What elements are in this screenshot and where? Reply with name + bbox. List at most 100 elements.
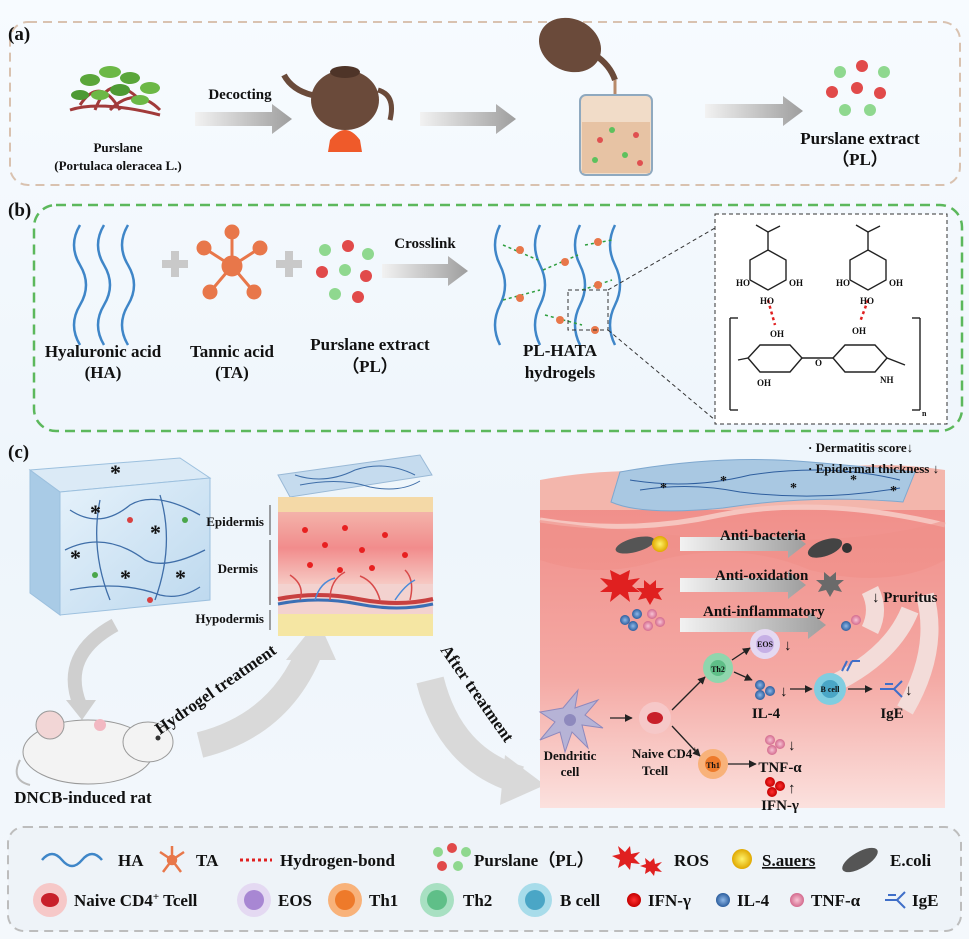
panel-b-border bbox=[32, 203, 964, 433]
ta-abbr: (TA) bbox=[215, 363, 249, 382]
ha-abbr: (HA) bbox=[85, 363, 122, 382]
anti-bacteria-label: Anti-bacteria bbox=[720, 528, 806, 544]
panel-a-border bbox=[9, 21, 961, 186]
chem-nh: NH bbox=[880, 375, 894, 385]
dendritic-cell-icon bbox=[538, 688, 604, 754]
ifn-cluster-icon bbox=[765, 777, 785, 797]
purslane-plant-icon bbox=[69, 66, 162, 117]
skin-block bbox=[277, 454, 434, 636]
legend-ros: ROS bbox=[674, 851, 709, 870]
plant-name: Purslane bbox=[93, 140, 142, 155]
th2-cell-label: Th2 bbox=[711, 665, 725, 674]
legend-eos-icon bbox=[237, 883, 271, 917]
naive-cd4-cell-icon bbox=[639, 702, 671, 734]
dermatitis-score: · Dermatitis score↓ bbox=[808, 440, 913, 455]
anti-bacteria-row bbox=[615, 530, 852, 558]
legend-ifn-icon bbox=[627, 893, 641, 907]
chem-n: n bbox=[922, 409, 927, 418]
tnf-down-arrow: ↓ bbox=[788, 738, 796, 754]
legend-hbond: Hydrogen-bond bbox=[280, 851, 395, 870]
chem-oh-2: OH bbox=[789, 278, 803, 288]
ige-label: IgE bbox=[880, 706, 903, 722]
ifn-up-arrow: ↑ bbox=[788, 781, 796, 797]
th2-to-il4-arrow bbox=[733, 671, 753, 681]
legend-tnf-icon bbox=[790, 893, 804, 907]
legend-pl-icon bbox=[433, 843, 471, 871]
legend-th2: Th2 bbox=[463, 891, 492, 910]
after-treatment-arrowhead bbox=[500, 755, 545, 805]
legend-eos: EOS bbox=[278, 891, 312, 910]
chem-o: O bbox=[815, 358, 822, 368]
plus-icon-1 bbox=[162, 251, 188, 277]
legend: HA TA Hydrogen-bond Purslane（PL） ROS S.a… bbox=[7, 826, 962, 932]
treatment-arrow bbox=[196, 644, 323, 758]
extract-abbr: （PL） bbox=[832, 149, 888, 169]
pruritus-arrow-right bbox=[897, 592, 939, 715]
legend-bcell: B cell bbox=[560, 891, 600, 910]
hydrogel-network-icon bbox=[493, 224, 716, 421]
legend-th1-icon bbox=[328, 883, 362, 917]
eos-cell-icon bbox=[750, 629, 780, 659]
eos-down-arrow: ↓ bbox=[784, 638, 792, 654]
anti-oxidation-label: Anti-oxidation bbox=[715, 568, 809, 584]
bcell-antibody-icon bbox=[841, 660, 860, 672]
legend-ecoli: E.coli bbox=[890, 851, 931, 870]
svg-text:*: * bbox=[790, 481, 797, 496]
ta-molecule-icon bbox=[196, 224, 268, 300]
il4-label: IL-4 bbox=[752, 706, 781, 722]
hydrogel-cube-icon: ****** bbox=[28, 457, 212, 616]
treated-skin-panel: ***** bbox=[539, 459, 946, 808]
hydrogel-name-1: PL-HATA bbox=[523, 341, 598, 360]
panel-c-label: (c) bbox=[8, 442, 29, 463]
legend-ige-icon bbox=[885, 891, 906, 909]
legend-ige: IgE bbox=[912, 891, 938, 910]
th2-cell-icon bbox=[703, 653, 733, 683]
chemical-structure: HO OH HO HO OH HO OH OH OH NH n O bbox=[714, 213, 948, 425]
decocting-arrow bbox=[195, 104, 292, 134]
crosslink-label: Crosslink bbox=[394, 236, 456, 252]
svg-text:*: * bbox=[150, 520, 161, 545]
ha-name: Hyaluronic acid bbox=[45, 342, 162, 361]
pl-name: Purslane extract bbox=[310, 335, 430, 354]
legend-naive-icon bbox=[33, 883, 67, 917]
legend-tnf: TNF-α bbox=[811, 891, 861, 910]
il4-cluster-icon bbox=[755, 680, 775, 700]
decocting-label: Decocting bbox=[208, 87, 272, 103]
th1-cell-label: Th1 bbox=[706, 761, 720, 770]
svg-text:*: * bbox=[720, 474, 727, 489]
pruritus-label: ↓ Pruritus bbox=[872, 590, 938, 606]
bcell-icon bbox=[814, 673, 846, 705]
ige-down-arrow: ↓ bbox=[905, 683, 913, 699]
plus-icon-2 bbox=[276, 251, 302, 277]
rat-label: DNCB-induced rat bbox=[14, 788, 152, 807]
chem-oh-3: HO bbox=[760, 296, 774, 306]
panel-a: (a) Purslane (Portulaca oleracea L.) Dec… bbox=[8, 17, 961, 186]
svg-text:*: * bbox=[110, 460, 121, 485]
svg-text:*: * bbox=[90, 500, 101, 525]
naive-label-2: Tcell bbox=[642, 763, 669, 778]
extract-name: Purslane extract bbox=[800, 129, 920, 148]
naive-to-th1-arrow bbox=[671, 725, 701, 757]
layer-dermis: Dermis bbox=[218, 561, 258, 576]
legend-ha-icon bbox=[41, 852, 103, 868]
epidermal-thickness: · Epidermal thickness ↓ bbox=[808, 461, 939, 476]
legend-ta: TA bbox=[196, 851, 219, 870]
legend-bcell-icon bbox=[518, 883, 552, 917]
svg-text:*: * bbox=[175, 565, 186, 590]
legend-ifn: IFN-γ bbox=[648, 891, 691, 910]
legend-il4-icon bbox=[716, 893, 730, 907]
legend-ha: HA bbox=[118, 851, 144, 870]
layer-hypodermis: Hypodermis bbox=[195, 611, 264, 626]
chem-oh-4: HO bbox=[836, 278, 850, 288]
anti-oxidation-row bbox=[600, 570, 844, 605]
ha-chains-icon bbox=[72, 224, 136, 346]
svg-text:*: * bbox=[890, 484, 897, 499]
chem-oh-8: OH bbox=[852, 326, 866, 336]
panel-b-label: (b) bbox=[8, 200, 31, 221]
hydrogel-name-2: hydrogels bbox=[525, 363, 596, 382]
svg-text:*: * bbox=[120, 565, 131, 590]
crosslink-arrow bbox=[382, 256, 468, 286]
naive-label-1: Naive CD4+ bbox=[632, 745, 697, 761]
extract-arrow bbox=[705, 96, 803, 126]
anti-inflammatory-label: Anti-inflammatory bbox=[703, 604, 825, 620]
